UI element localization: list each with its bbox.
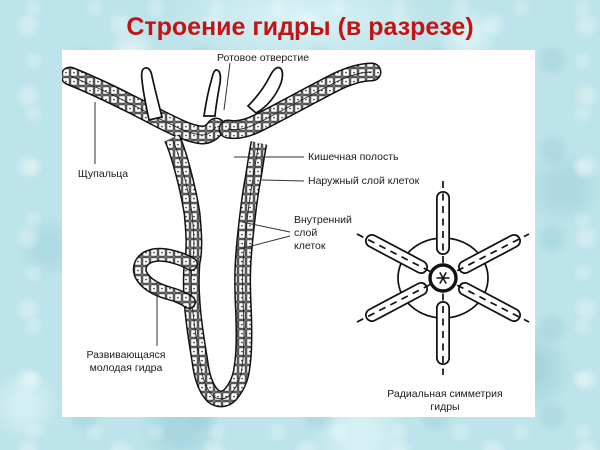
radial-center-asterisk	[436, 272, 450, 284]
tentacles-label: Щупальца	[78, 168, 128, 180]
plain-tentacle-2	[203, 69, 222, 117]
inner-layer-leader-line-2	[235, 235, 291, 251]
bud-cells	[134, 249, 197, 308]
inner-layer-label-line3: клеток	[294, 240, 326, 252]
left-tentacle-band	[62, 66, 226, 145]
inner-layer-leader-line-1	[241, 221, 291, 233]
bud-label-line1: Развивающаяся	[87, 349, 166, 361]
diagram-labels: Ротовое отверстие Щупальца Кишечная поло…	[78, 52, 503, 413]
hydra-diagram: Ротовое отверстие Щупальца Кишечная поло…	[62, 52, 530, 413]
bud-label-line2: молодая гидра	[90, 362, 163, 374]
mouth-label: Ротовое отверстие	[217, 52, 309, 64]
left-tentacle-band-midline	[69, 75, 217, 136]
plain-tentacles	[140, 66, 284, 122]
radial-symmetry-diagram	[356, 181, 530, 375]
hydra-body-wall	[164, 134, 268, 408]
right-tentacle-band	[218, 62, 382, 140]
asterisk-line-3	[439, 272, 447, 284]
inner-layer-label-line1: Внутренний	[294, 214, 352, 226]
radial-symmetry-label-line1: Радиальная симметрия	[387, 388, 502, 400]
radial-symmetry-label-line2: гидры	[430, 401, 459, 413]
mouth-leader-line	[223, 62, 231, 111]
slide-title: Строение гидры (в разрезе)	[126, 13, 474, 41]
body-wall-midline	[171, 137, 260, 400]
right-tentacle-band-midline	[227, 71, 373, 131]
outer-layer-label: Наружный слой клеток	[308, 175, 420, 187]
plain-tentacle-1	[140, 66, 164, 122]
diagram-panel: Ротовое отверстие Щупальца Кишечная поло…	[62, 50, 535, 417]
inner-layer-label-line2: слой	[294, 227, 317, 239]
plain-tentacle-3	[246, 66, 284, 115]
gut-cavity-label: Кишечная полость	[308, 151, 399, 163]
developing-bud	[132, 247, 198, 309]
leader-lines	[94, 62, 305, 346]
outer-layer-leader-line	[261, 179, 305, 182]
